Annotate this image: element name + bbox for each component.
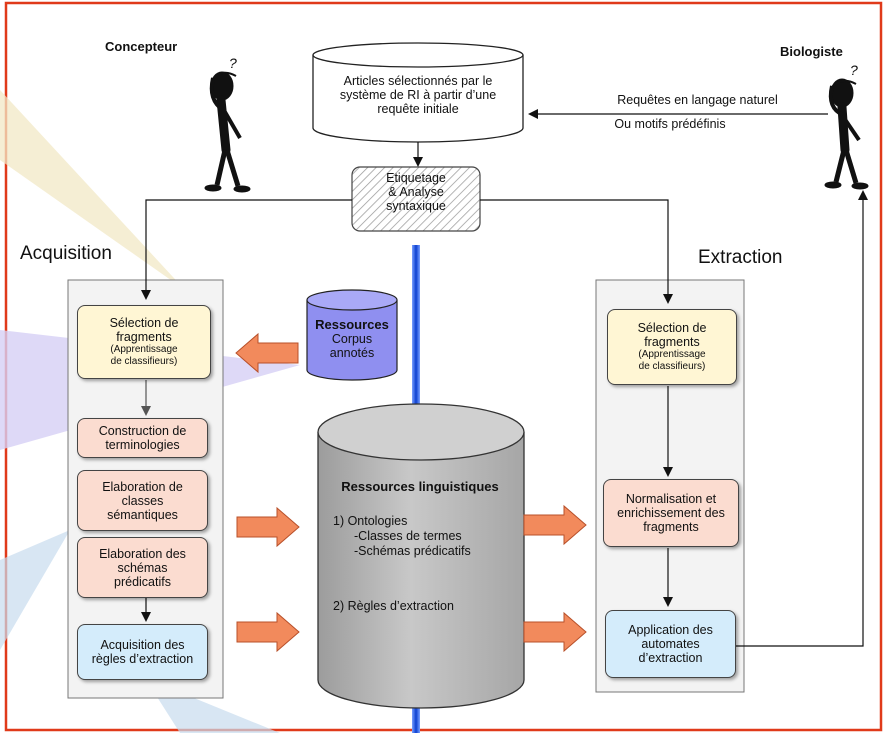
extraction-rules-item: 2) Règles d’extraction (333, 599, 454, 613)
query-label-2: Ou motifs prédéfinis (614, 117, 726, 131)
articles-text: Articles sélectionnés par le système de … (339, 74, 497, 116)
linguistic-resources-cylinder (317, 403, 525, 709)
ext-normalisation-box: Normalisation et enrichissement des frag… (603, 479, 739, 547)
ontologies-item: 1) Ontologies (333, 514, 408, 528)
biologiste-label: Biologiste (780, 44, 843, 59)
callout-beam-1 (0, 90, 185, 290)
orange-arrow-left (235, 332, 299, 374)
biologiste-figure (824, 78, 869, 190)
ext-automata-box: Application des automates d’extraction (605, 610, 736, 678)
arrow-to-acquisition (141, 199, 352, 300)
extraction-title: Extraction (698, 247, 783, 268)
term-classes-item: -Classes de termes (354, 529, 462, 543)
orange-arrow-3 (523, 504, 587, 546)
question-mark-icon: ? (229, 55, 237, 71)
acquisition-title: Acquisition (20, 243, 112, 264)
question-mark-icon: ? (850, 62, 858, 78)
predicative-schemas-item: -Schémas prédicatifs (354, 544, 471, 558)
orange-arrow-2 (236, 611, 300, 653)
ext-fragment-selection-box: Sélection de fragments (Apprentissage de… (607, 309, 737, 385)
arrow-to-extraction (480, 199, 673, 304)
query-label-1: Requêtes en langage naturel (617, 93, 778, 107)
tagging-text: Etiquetage & Analyse syntaxique (386, 171, 446, 213)
concepteur-label: Concepteur (105, 39, 178, 54)
concepteur-figure (204, 71, 251, 193)
orange-arrow-4 (523, 611, 587, 653)
linguistic-resources-title: Ressources linguistiques (341, 479, 499, 494)
articles-cylinder (312, 42, 524, 143)
acq-fragment-selection-box: Sélection de fragments (Apprentissage de… (77, 305, 211, 379)
acq-predicative-schemas-box: Elaboration des schémas prédicatifs (77, 537, 208, 598)
acq-extraction-rules-box: Acquisition des règles d’extraction (77, 624, 208, 680)
orange-arrow-1 (236, 506, 300, 548)
acq-terminology-box: Construction de terminologies (77, 418, 208, 458)
acq-semantic-classes-box: Elaboration de classes sémantiques (77, 470, 208, 531)
tagging-box (351, 166, 481, 232)
corpus-text: Ressources Corpus annotés (315, 317, 389, 361)
corpus-cylinder (306, 289, 398, 381)
callout-beam-3 (0, 530, 70, 650)
arrow-to-biologiste (736, 190, 868, 647)
